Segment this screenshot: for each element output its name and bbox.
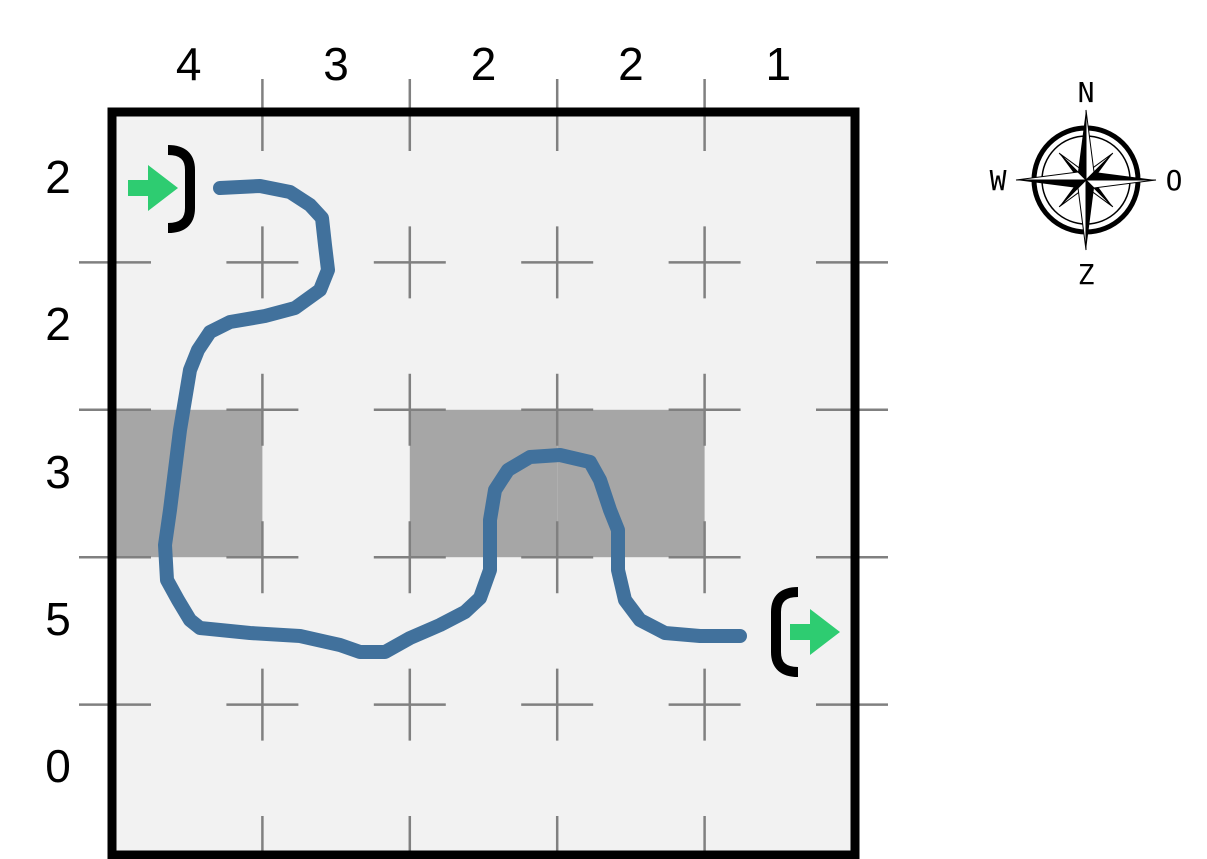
compass-north-label: N xyxy=(1078,76,1095,109)
grid-border xyxy=(107,107,860,859)
row-clue: 5 xyxy=(45,592,71,645)
row-clue: 0 xyxy=(45,740,71,793)
column-clue: 4 xyxy=(175,38,202,90)
compass-west-label: W xyxy=(990,164,1007,197)
row-clue: 2 xyxy=(45,298,71,351)
solution-path xyxy=(158,179,747,659)
column-clue: 1 xyxy=(765,38,792,90)
shaded-cell xyxy=(557,409,705,558)
column-clue: 2 xyxy=(470,38,497,90)
column-clue: 3 xyxy=(323,38,349,90)
column-clue: 2 xyxy=(618,38,644,90)
entrance-arrow-icon xyxy=(128,165,178,211)
row-clue: 3 xyxy=(45,445,71,498)
compass-south-label: Z xyxy=(1078,258,1095,291)
compass-rose-icon xyxy=(1015,109,1157,251)
row-clue: 2 xyxy=(45,150,71,203)
exit-arrow-icon xyxy=(790,609,840,655)
shaded-cell xyxy=(115,409,263,558)
entrance-bracket xyxy=(167,145,195,233)
compass-east-label: O xyxy=(1166,164,1183,197)
exit-bracket xyxy=(771,587,799,677)
